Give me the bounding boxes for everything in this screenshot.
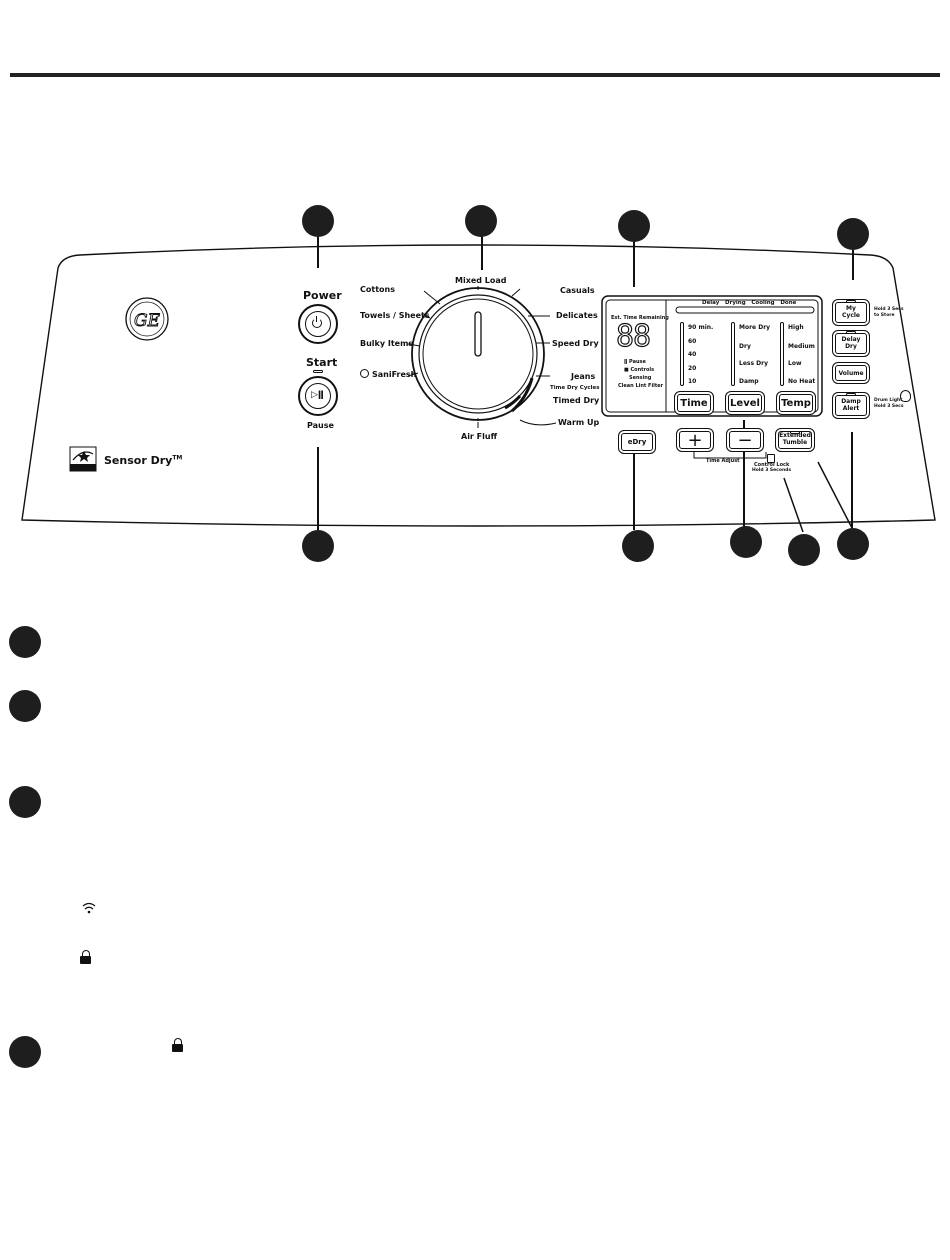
pause-label: Pause	[307, 421, 334, 430]
start-label: Start	[306, 356, 338, 369]
time-option-90: 90 min.	[688, 324, 714, 331]
pause-icon: ǁ	[624, 359, 630, 365]
power-button[interactable]	[298, 304, 338, 344]
level-more-dry: More Dry	[739, 324, 771, 331]
my-cycle-hint-2: to Store	[874, 313, 895, 318]
power-button-inner	[305, 311, 331, 337]
section-dot-3	[9, 786, 41, 818]
cycle-bulky-items[interactable]: Bulky Items	[360, 339, 414, 348]
level-dry: Dry	[739, 343, 751, 350]
callout-dot-display	[618, 210, 650, 242]
indicator-controls: ■ Controls	[624, 367, 655, 373]
start-button-inner	[305, 383, 331, 409]
temp-bar	[780, 322, 784, 386]
start-led	[313, 370, 323, 373]
cycle-warm-up[interactable]: Warm Up	[558, 418, 600, 427]
power-icon	[312, 316, 322, 328]
control-lock-hold: Hold 3 Seconds	[752, 468, 792, 473]
section-dot-1	[9, 626, 41, 658]
callout-dot-power	[302, 205, 334, 237]
cycle-towels-sheets[interactable]: Towels / Sheets	[360, 311, 430, 320]
temp-button[interactable]: Temp	[776, 391, 816, 415]
cycle-cottons[interactable]: Cottons	[360, 285, 395, 294]
drum-light-icon	[900, 390, 911, 402]
volume-button[interactable]: Volume	[832, 362, 870, 384]
cycle-sanifresh[interactable]: SaniFresh	[360, 369, 416, 379]
level-damp: Damp	[739, 378, 759, 385]
my-cycle-led	[846, 300, 856, 303]
callout-dot-my-cycle	[837, 218, 869, 250]
unlock-icon	[172, 1038, 184, 1052]
controls-lock-icon: ■	[624, 367, 631, 373]
edry-button[interactable]: eDry	[618, 430, 656, 454]
level-bar	[731, 322, 735, 386]
time-minus-button[interactable]: −	[726, 428, 764, 452]
start-pause-button[interactable]: ▷ǁ	[298, 376, 338, 416]
est-time-label: Est. Time Remaining	[611, 315, 669, 321]
sanifresh-icon	[360, 369, 369, 378]
cycle-casuals[interactable]: Casuals	[560, 286, 595, 295]
level-less-dry: Less Dry	[739, 360, 768, 367]
cycle-timed-dry[interactable]: Timed Dry	[553, 396, 600, 405]
lock-icon	[80, 950, 92, 964]
control-lock-icon	[767, 454, 775, 463]
callout-dot-start	[302, 530, 334, 562]
section-dot-2	[9, 690, 41, 722]
indicator-sensing: Sensing	[629, 375, 652, 381]
damp-alert-hint-2: Hold 3 Secs	[874, 404, 904, 409]
time-button[interactable]: Time	[674, 391, 714, 415]
time-bar	[680, 322, 684, 386]
sensor-dry-label: Sensor DryTM	[104, 454, 183, 467]
indicator-pause: ǁ Pause	[624, 359, 646, 365]
callout-dot-edry	[622, 530, 654, 562]
extended-tumble-led	[790, 431, 800, 434]
callout-dot-options	[837, 528, 869, 560]
my-cycle-hint-1: Hold 3 Secs	[874, 307, 904, 312]
svg-text:GE: GE	[134, 311, 161, 331]
wifi-icon	[82, 900, 96, 914]
level-button[interactable]: Level	[725, 391, 765, 415]
delay-dry-led	[846, 331, 856, 334]
temp-no-heat: No Heat	[788, 378, 816, 385]
cycle-jeans[interactable]: Jeans	[571, 372, 596, 381]
top-rule	[10, 73, 940, 77]
callout-dot-dial	[465, 205, 497, 237]
time-option-40: 40	[688, 351, 697, 358]
temp-low: Low	[788, 360, 802, 367]
indicator-clean-lint-filter: Clean Lint Filter	[618, 383, 664, 389]
damp-alert-hint-1: Drum Light	[874, 398, 903, 403]
time-option-20: 20	[688, 365, 697, 372]
time-option-60: 60	[688, 338, 697, 345]
section-dot-4	[9, 1036, 41, 1068]
power-label: Power	[303, 289, 342, 302]
cycle-speed-dry[interactable]: Speed Dry	[552, 339, 599, 348]
time-option-10: 10	[688, 378, 697, 385]
callout-dot-time-adjust	[730, 526, 762, 558]
cycle-air-fluff[interactable]: Air Fluff	[461, 432, 498, 441]
temp-high: High	[788, 324, 804, 331]
time-plus-button[interactable]: +	[676, 428, 714, 452]
damp-alert-led	[846, 393, 856, 396]
status-row: Delay Drying Cooling Done	[702, 300, 797, 306]
callout-dot-control-lock	[788, 534, 820, 566]
cycle-selector-knob[interactable]	[418, 294, 538, 414]
cycle-delicates[interactable]: Delicates	[556, 311, 598, 320]
time-adjust-label: Time Adjust	[706, 458, 740, 464]
cycle-mixed-load[interactable]: Mixed Load	[455, 276, 507, 285]
play-pause-icon: ▷ǁ	[311, 390, 324, 400]
time-dry-cycles-label: Time Dry Cycles	[550, 385, 600, 391]
time-digits: 88	[615, 319, 651, 354]
temp-medium: Medium	[788, 343, 815, 350]
control-lock-label: Control Lock	[754, 462, 790, 468]
